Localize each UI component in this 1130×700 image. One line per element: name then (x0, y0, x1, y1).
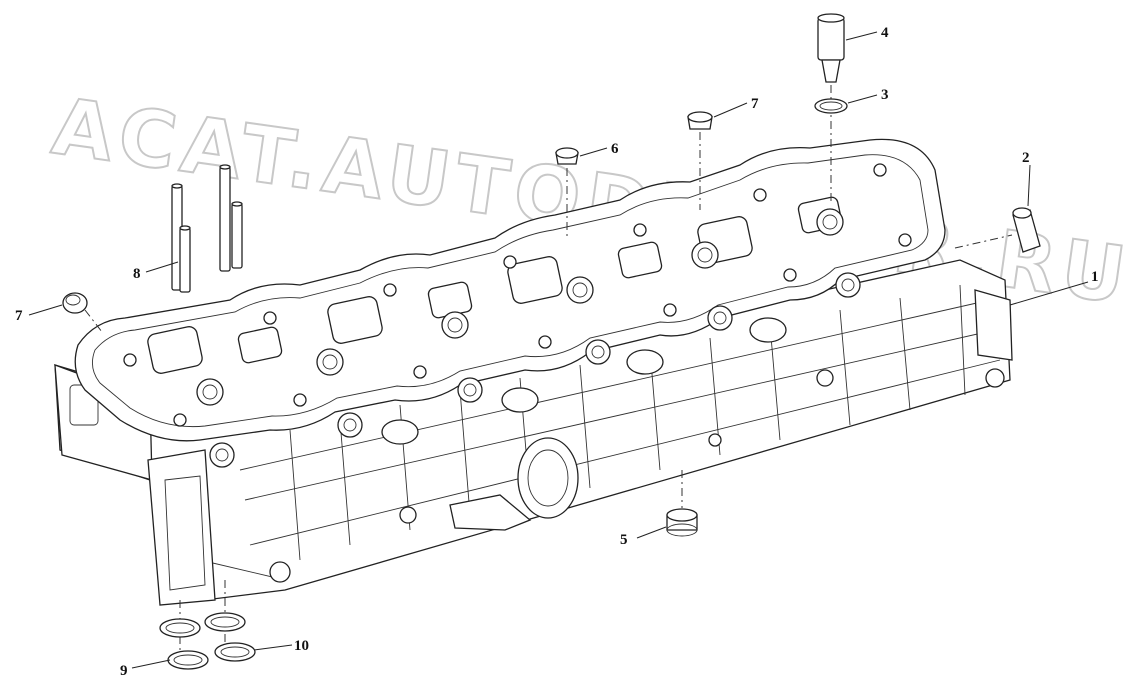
part-6-cup-plug (555, 147, 579, 240)
callout-2: 2 (1022, 150, 1030, 166)
callout-4: 4 (881, 25, 889, 41)
callout-3: 3 (881, 87, 889, 103)
leader-lines (28, 31, 1089, 669)
cylinder-head-body (54, 259, 1013, 606)
part-9-10-rings (159, 580, 256, 670)
callout-10: 10 (294, 638, 309, 654)
part-3-o-ring (814, 98, 848, 114)
callout-8: 8 (133, 266, 141, 282)
part-7-plug-left (62, 292, 103, 333)
callout-9: 9 (120, 663, 128, 679)
part-8-dowel-pins (171, 164, 243, 293)
cylinder-head-deck (74, 138, 946, 468)
callout-7-left: 7 (15, 308, 23, 324)
part-7-cup-plug-top (687, 111, 713, 210)
callout-6: 6 (611, 141, 619, 157)
callout-1: 1 (1091, 269, 1099, 285)
callout-labels: 1 2 3 4 5 6 7 7 8 9 10 (15, 25, 1099, 679)
part-2-plug (954, 207, 1041, 253)
part-5-plug (666, 470, 698, 537)
callout-5: 5 (620, 532, 628, 548)
callout-7-top: 7 (751, 96, 759, 112)
